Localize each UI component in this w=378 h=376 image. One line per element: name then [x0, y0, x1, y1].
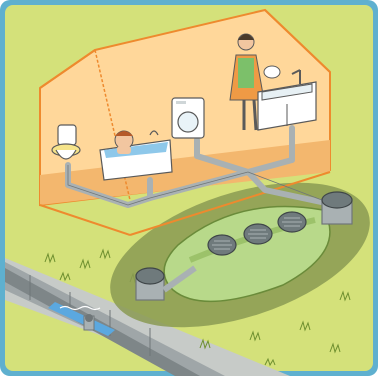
outlet-inspection-pit [136, 268, 164, 300]
manhole-cover-icon [244, 224, 272, 244]
manhole-cover-icon [278, 212, 306, 232]
inlet-inspection-pit [322, 192, 352, 224]
washing-machine-icon [172, 98, 204, 138]
manhole-cover-icon [208, 235, 236, 255]
outlet-pipe-icon [84, 314, 94, 330]
